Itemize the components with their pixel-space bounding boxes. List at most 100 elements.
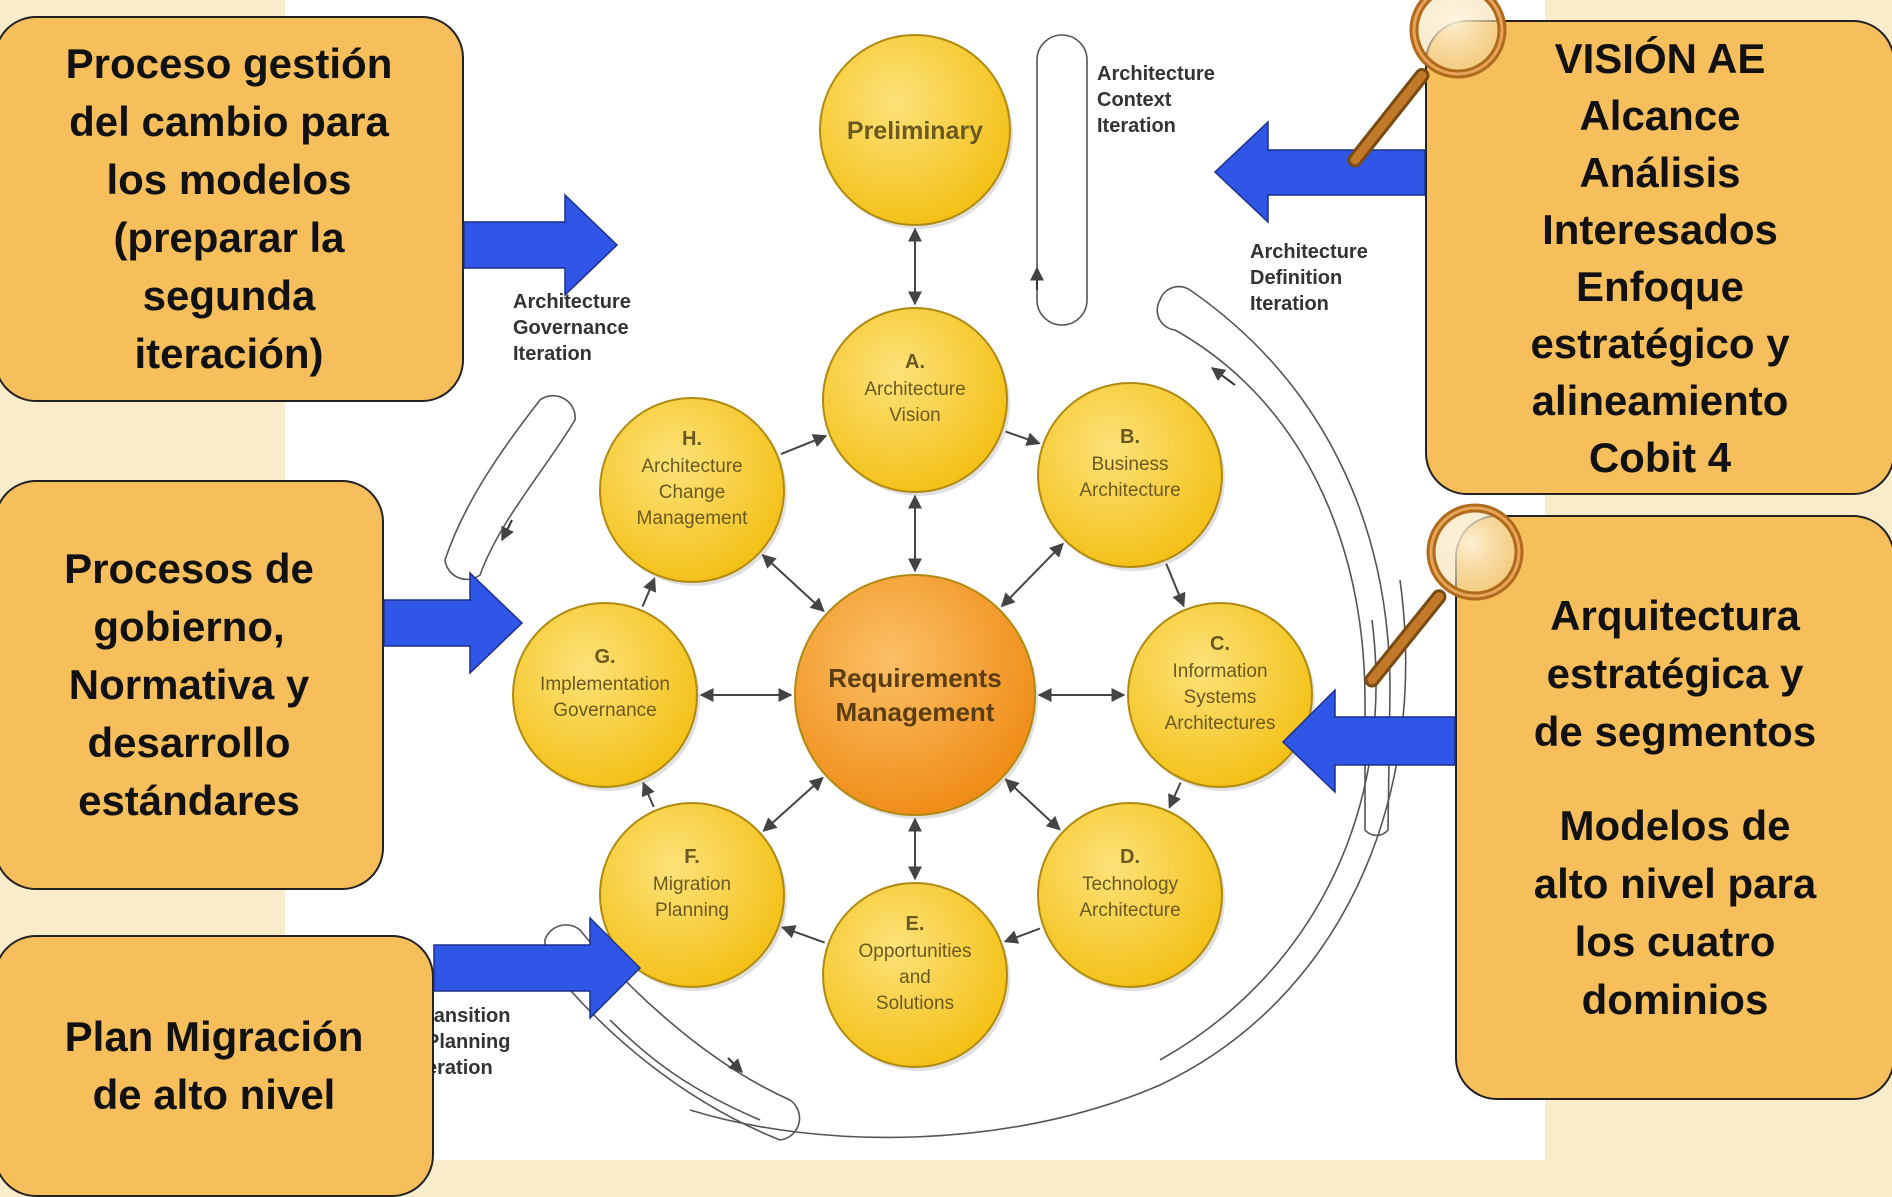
governance-iteration-arrow bbox=[501, 519, 514, 542]
phase-circle bbox=[599, 397, 785, 583]
callout-line: estándares bbox=[78, 777, 300, 824]
callout-line: iteración) bbox=[134, 330, 324, 377]
callout-line: del cambio para bbox=[69, 98, 389, 145]
link-phase-sequence bbox=[641, 577, 657, 607]
phase-letter: B. bbox=[1120, 426, 1140, 448]
link-center-phase bbox=[762, 776, 824, 832]
callout-line: desarrollo bbox=[87, 719, 291, 766]
link-phase-sequence bbox=[1165, 563, 1186, 608]
iteration-label: Architecture bbox=[513, 291, 631, 313]
callout-line: Proceso gestión bbox=[65, 40, 393, 87]
iteration-label: Definition bbox=[1250, 267, 1342, 289]
definition-iteration-arrow bbox=[1210, 367, 1236, 386]
callout-line: de segmentos bbox=[1533, 707, 1817, 755]
phase-letter: C. bbox=[1210, 633, 1230, 655]
callout-line: Cobit 4 bbox=[1588, 433, 1732, 481]
phase-letter: F. bbox=[684, 846, 700, 868]
context-iteration-loop bbox=[1036, 34, 1088, 326]
callout-line: gobierno, bbox=[93, 603, 285, 650]
iteration-label: ransition bbox=[426, 1005, 510, 1027]
phase-label: Architecture bbox=[641, 456, 742, 477]
callout-governance: Procesos de gobierno, Normativa y desarr… bbox=[0, 480, 384, 890]
callout-line: VISIÓN AE bbox=[1554, 34, 1766, 82]
phase-circle bbox=[1037, 382, 1223, 568]
phase-label: Architecture bbox=[1079, 900, 1180, 921]
callout-line: Procesos de bbox=[64, 545, 314, 592]
requirements-management-label: Requirements bbox=[828, 663, 1001, 693]
phase-label: Management bbox=[637, 508, 749, 529]
link-phase-sequence bbox=[781, 925, 825, 944]
callout-line: Alcance bbox=[1579, 91, 1741, 139]
phase-label: Technology bbox=[1082, 874, 1179, 895]
requirements-management-label: Management bbox=[836, 697, 995, 727]
callout-line: (preparar la bbox=[113, 214, 345, 261]
phase-letter: G. bbox=[594, 646, 615, 668]
iteration-label: Architecture bbox=[1097, 63, 1215, 85]
phase-label: Solutions bbox=[876, 993, 954, 1014]
phase-label: Business bbox=[1091, 454, 1168, 475]
link-center-phase bbox=[761, 554, 825, 613]
phase-label: Architecture bbox=[864, 379, 965, 400]
link-phase-sequence bbox=[1003, 927, 1041, 944]
callout-change-management: Proceso gestión del cambio para los mode… bbox=[0, 16, 464, 402]
phase-label: Systems bbox=[1184, 687, 1257, 708]
callout-line: estratégica y bbox=[1546, 649, 1804, 697]
callout-line: Interesados bbox=[1542, 205, 1778, 253]
phase-label: Architectures bbox=[1165, 713, 1276, 734]
phase-letter: H. bbox=[682, 428, 702, 450]
iteration-label: Governance bbox=[513, 317, 629, 339]
phase-label: Architecture bbox=[1079, 480, 1180, 501]
iteration-label: Iteration bbox=[1250, 293, 1329, 315]
callout-line: Enfoque bbox=[1576, 262, 1744, 310]
iteration-label: Planning bbox=[426, 1031, 510, 1053]
phase-circle bbox=[512, 602, 698, 788]
callout-line: dominios bbox=[1581, 975, 1769, 1023]
phase-label: and bbox=[899, 967, 931, 988]
phase-letter: E. bbox=[906, 913, 925, 935]
phase-label: Planning bbox=[655, 900, 729, 921]
iteration-label: Iteration bbox=[1097, 115, 1176, 137]
requirements-management-circle bbox=[794, 574, 1036, 816]
iteration-label: eration bbox=[426, 1057, 493, 1079]
callout-line: alto nivel para bbox=[1533, 859, 1817, 907]
phase-letter: A. bbox=[905, 351, 925, 373]
transition-iteration-arrow bbox=[727, 1057, 743, 1073]
transition-iteration-loop-2 bbox=[609, 1019, 761, 1121]
callout-line: alineamiento bbox=[1531, 376, 1789, 424]
link-phase-sequence bbox=[780, 434, 828, 456]
callout-line: Normativa y bbox=[68, 661, 310, 708]
phase-label: Governance bbox=[553, 700, 657, 721]
link-phase-sequence bbox=[1005, 430, 1041, 446]
phase-circle bbox=[822, 882, 1008, 1068]
link-phase-sequence bbox=[1168, 782, 1182, 809]
phase-label: Vision bbox=[889, 405, 940, 426]
callout-line: Plan Migración bbox=[64, 1013, 364, 1060]
callout-line: Modelos de bbox=[1559, 801, 1791, 849]
callout-line: Análisis bbox=[1579, 148, 1741, 196]
iteration-label: Architecture bbox=[1250, 241, 1368, 263]
phase-label: Opportunities bbox=[858, 941, 971, 962]
link-center-phase bbox=[1004, 778, 1061, 831]
phase-circle bbox=[599, 802, 785, 988]
preliminary-circle bbox=[819, 34, 1011, 226]
phase-circle bbox=[822, 307, 1008, 493]
phase-label: Migration bbox=[653, 874, 731, 895]
definition-iteration-loop bbox=[1156, 285, 1391, 837]
callout-line: los cuatro bbox=[1574, 917, 1776, 965]
phase-label: Change bbox=[659, 482, 726, 503]
iteration-label: Context bbox=[1097, 89, 1172, 111]
callout-architecture: Arquitectura estratégica y de segmentos … bbox=[1455, 515, 1892, 1100]
iteration-label: Iteration bbox=[513, 343, 592, 365]
link-center-phase bbox=[1000, 542, 1064, 608]
callout-line: Arquitectura bbox=[1550, 591, 1800, 639]
phase-label: Implementation bbox=[540, 674, 670, 695]
callout-line: los modelos bbox=[106, 156, 352, 203]
phase-letter: D. bbox=[1120, 846, 1140, 868]
phase-label: Information bbox=[1172, 661, 1267, 682]
callout-line: estratégico y bbox=[1530, 319, 1790, 367]
link-phase-sequence bbox=[641, 781, 655, 808]
preliminary-label: Preliminary bbox=[847, 117, 983, 145]
callout-vision: VISIÓN AE Alcance Análisis Interesados E… bbox=[1425, 20, 1892, 495]
callout-migration-plan: Plan Migración de alto nivel bbox=[0, 935, 434, 1197]
callout-line: de alto nivel bbox=[92, 1071, 336, 1118]
